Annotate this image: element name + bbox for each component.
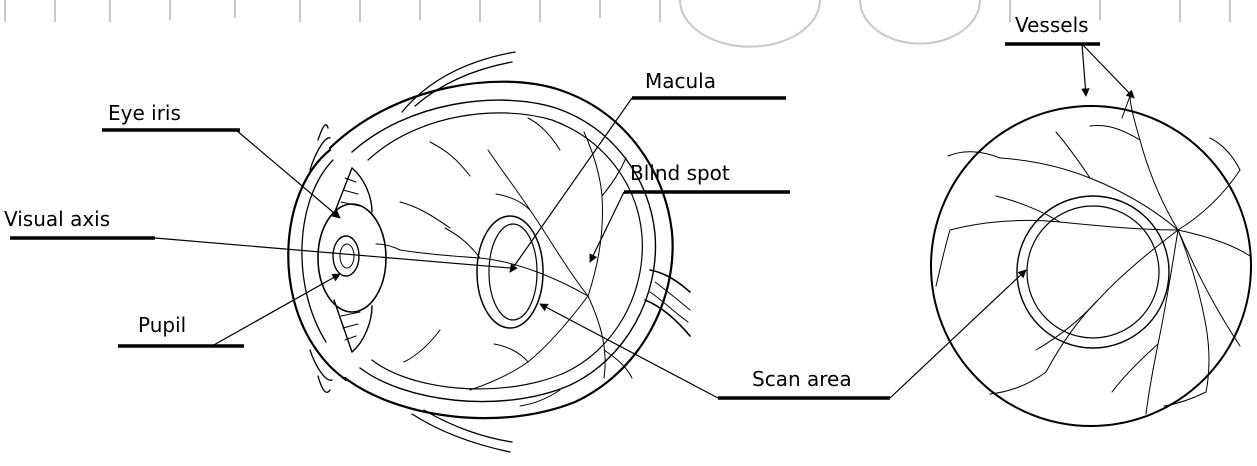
- eye-cross-section: [288, 52, 690, 452]
- label-scan-area: Scan area: [752, 367, 852, 391]
- vessels-callout: Vessels: [1005, 13, 1134, 98]
- blind-spot-callout: Blind spot: [590, 161, 790, 262]
- label-blind-spot: Blind spot: [630, 161, 730, 185]
- retina-fundus-view: [931, 96, 1251, 426]
- label-pupil: Pupil: [138, 313, 186, 337]
- label-visual-axis: Visual axis: [4, 207, 110, 231]
- visual-axis-callout: Visual axis: [4, 207, 510, 268]
- label-macula: Macula: [645, 69, 716, 93]
- label-vessels: Vessels: [1015, 13, 1089, 37]
- label-eye-iris: Eye iris: [108, 101, 181, 125]
- eye-iris-callout: Eye iris: [102, 101, 340, 218]
